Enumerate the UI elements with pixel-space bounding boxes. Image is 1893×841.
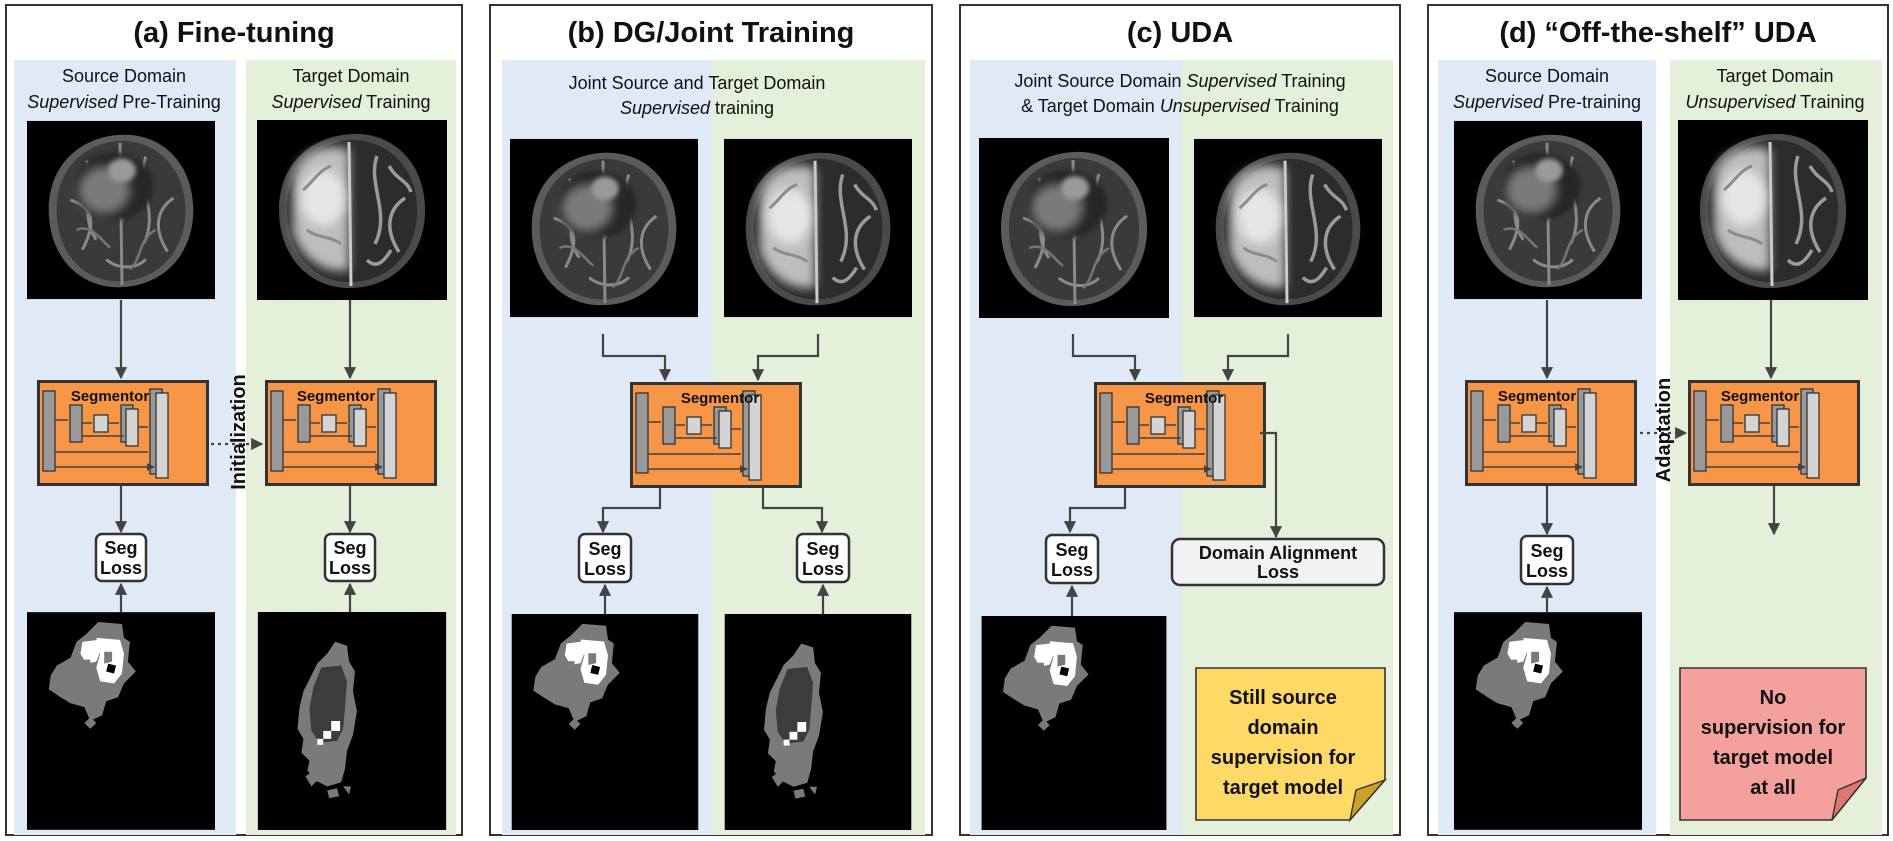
panel-b-target-label-mask bbox=[724, 614, 912, 830]
panel-fine-tuning: (a) Fine-tuning Source Domain Supervised… bbox=[14, 17, 456, 835]
panel-d-target-mri-image bbox=[1678, 120, 1868, 300]
panel-a-source-seg-loss-box bbox=[94, 532, 148, 583]
panel-d-seg-loss-line2: Loss bbox=[1526, 561, 1568, 581]
panel-a-target-seg-loss-box bbox=[323, 532, 377, 583]
panel-c-source-mri-image bbox=[979, 138, 1169, 318]
panel-off-the-shelf-uda: (d) “Off-the-shelf” UDA Source Domain Su… bbox=[1438, 17, 1882, 835]
panel-d-source-header-line2: Supervised Pre-training bbox=[1453, 92, 1641, 112]
panel-d-source-label-mask bbox=[1454, 612, 1642, 830]
panel-b-target-mri-image bbox=[724, 139, 912, 317]
panel-d-title: (d) “Off-the-shelf” UDA bbox=[1499, 17, 1816, 49]
panel-a-target-segmentor-label: Segmentor bbox=[297, 388, 376, 405]
panel-joint-training: (b) DG/Joint Training Joint Source and T… bbox=[502, 17, 925, 835]
panel-c-note-line2: domain bbox=[1247, 717, 1318, 739]
panel-a-source-segmentor-label: Segmentor bbox=[71, 388, 150, 405]
panel-c-note-line1: Still source bbox=[1229, 687, 1337, 709]
panel-a-target-seg-loss-line1: Seg bbox=[333, 538, 366, 558]
panel-a-target-header-line1: Target Domain bbox=[292, 66, 409, 86]
panel-a-target-seg-loss-line2: Loss bbox=[329, 558, 371, 578]
panel-b-header-line1: Joint Source and Target Domain bbox=[569, 73, 826, 93]
panel-c-note-line4: target model bbox=[1223, 777, 1343, 799]
panel-b-source-seg-loss-line1: Seg bbox=[588, 539, 621, 559]
panel-c-note-line3: supervision for bbox=[1211, 747, 1356, 769]
panel-a-source-seg-loss-line2: Loss bbox=[100, 558, 142, 578]
panel-a-target-header-line2: Supervised Training bbox=[271, 92, 430, 112]
panel-d-target-segmentor-label: Segmentor bbox=[1721, 388, 1800, 405]
panel-c-title: (c) UDA bbox=[1127, 17, 1233, 49]
panel-b-header-line2: Supervised training bbox=[620, 98, 774, 118]
panel-b-title: (b) DG/Joint Training bbox=[568, 17, 855, 49]
panel-a-title: (a) Fine-tuning bbox=[133, 17, 334, 49]
panel-c-source-label-mask bbox=[981, 616, 1167, 830]
panel-b-target-seg-loss-line2: Loss bbox=[802, 559, 844, 579]
panel-c-header-line2: & Target Domain Unsupervised Training bbox=[1021, 96, 1339, 116]
panel-a-source-mri-image bbox=[27, 121, 215, 299]
panel-b-source-mri-image bbox=[510, 139, 698, 317]
panel-d-target-header-line2: Unsupervised Training bbox=[1685, 92, 1864, 112]
panel-b-target-seg-loss-box bbox=[795, 532, 851, 584]
panel-d-seg-loss-line1: Seg bbox=[1530, 541, 1563, 561]
panel-c-header-line1: Joint Source Domain Supervised Training bbox=[1014, 71, 1345, 91]
panel-d-target-header-line1: Target Domain bbox=[1716, 66, 1833, 86]
panel-d-source-header-line1: Source Domain bbox=[1485, 66, 1609, 86]
panel-a-source-header-line1: Source Domain bbox=[62, 66, 186, 86]
panel-a-source-label-mask bbox=[27, 612, 215, 830]
panel-b-source-seg-loss-box bbox=[577, 532, 633, 584]
panel-b-source-seg-loss-line2: Loss bbox=[584, 559, 626, 579]
panel-d-source-mri-image bbox=[1454, 121, 1642, 299]
panel-c-domain-alignment-loss-line1: Domain Alignment bbox=[1199, 543, 1357, 563]
panel-d-adaptation-label: Adaptation bbox=[1653, 378, 1675, 482]
panel-d-note-line2: supervision for bbox=[1701, 717, 1846, 739]
panel-d-source-segmentor-label: Segmentor bbox=[1498, 388, 1577, 405]
panel-a-target-label-mask bbox=[257, 612, 447, 830]
panel-b-source-label-mask bbox=[511, 614, 699, 830]
panel-c-note: Still source domain supervision for targ… bbox=[1195, 667, 1388, 823]
panel-a-target-mri-image bbox=[257, 120, 447, 300]
panel-c-seg-loss-line2: Loss bbox=[1051, 560, 1093, 580]
panel-d-note-line4: at all bbox=[1750, 777, 1796, 799]
panel-c-seg-loss-box bbox=[1044, 533, 1100, 585]
panel-d-note: No supervision for target model at all bbox=[1679, 667, 1867, 821]
panel-c-domain-alignment-loss-box bbox=[1170, 537, 1386, 587]
panel-uda: (c) UDA Joint Source Domain Supervised T… bbox=[970, 17, 1393, 835]
panel-a-source-seg-loss-line1: Seg bbox=[104, 538, 137, 558]
panel-a-initialization-label: Initialization bbox=[228, 374, 250, 490]
panel-c-segmentor-label: Segmentor bbox=[1145, 390, 1224, 407]
panel-b-target-seg-loss-line1: Seg bbox=[806, 539, 839, 559]
panel-d-note-line1: No bbox=[1760, 687, 1787, 709]
panel-c-seg-loss-line1: Seg bbox=[1055, 540, 1088, 560]
panel-c-target-mri-image bbox=[1194, 139, 1382, 317]
panel-d-note-line3: target model bbox=[1713, 747, 1833, 769]
panel-b-segmentor-label: Segmentor bbox=[681, 390, 760, 407]
panel-c-domain-alignment-loss-line2: Loss bbox=[1257, 562, 1299, 582]
panel-a-source-header-line2: Supervised Pre-Training bbox=[27, 92, 220, 112]
panel-d-seg-loss-box bbox=[1519, 534, 1575, 586]
